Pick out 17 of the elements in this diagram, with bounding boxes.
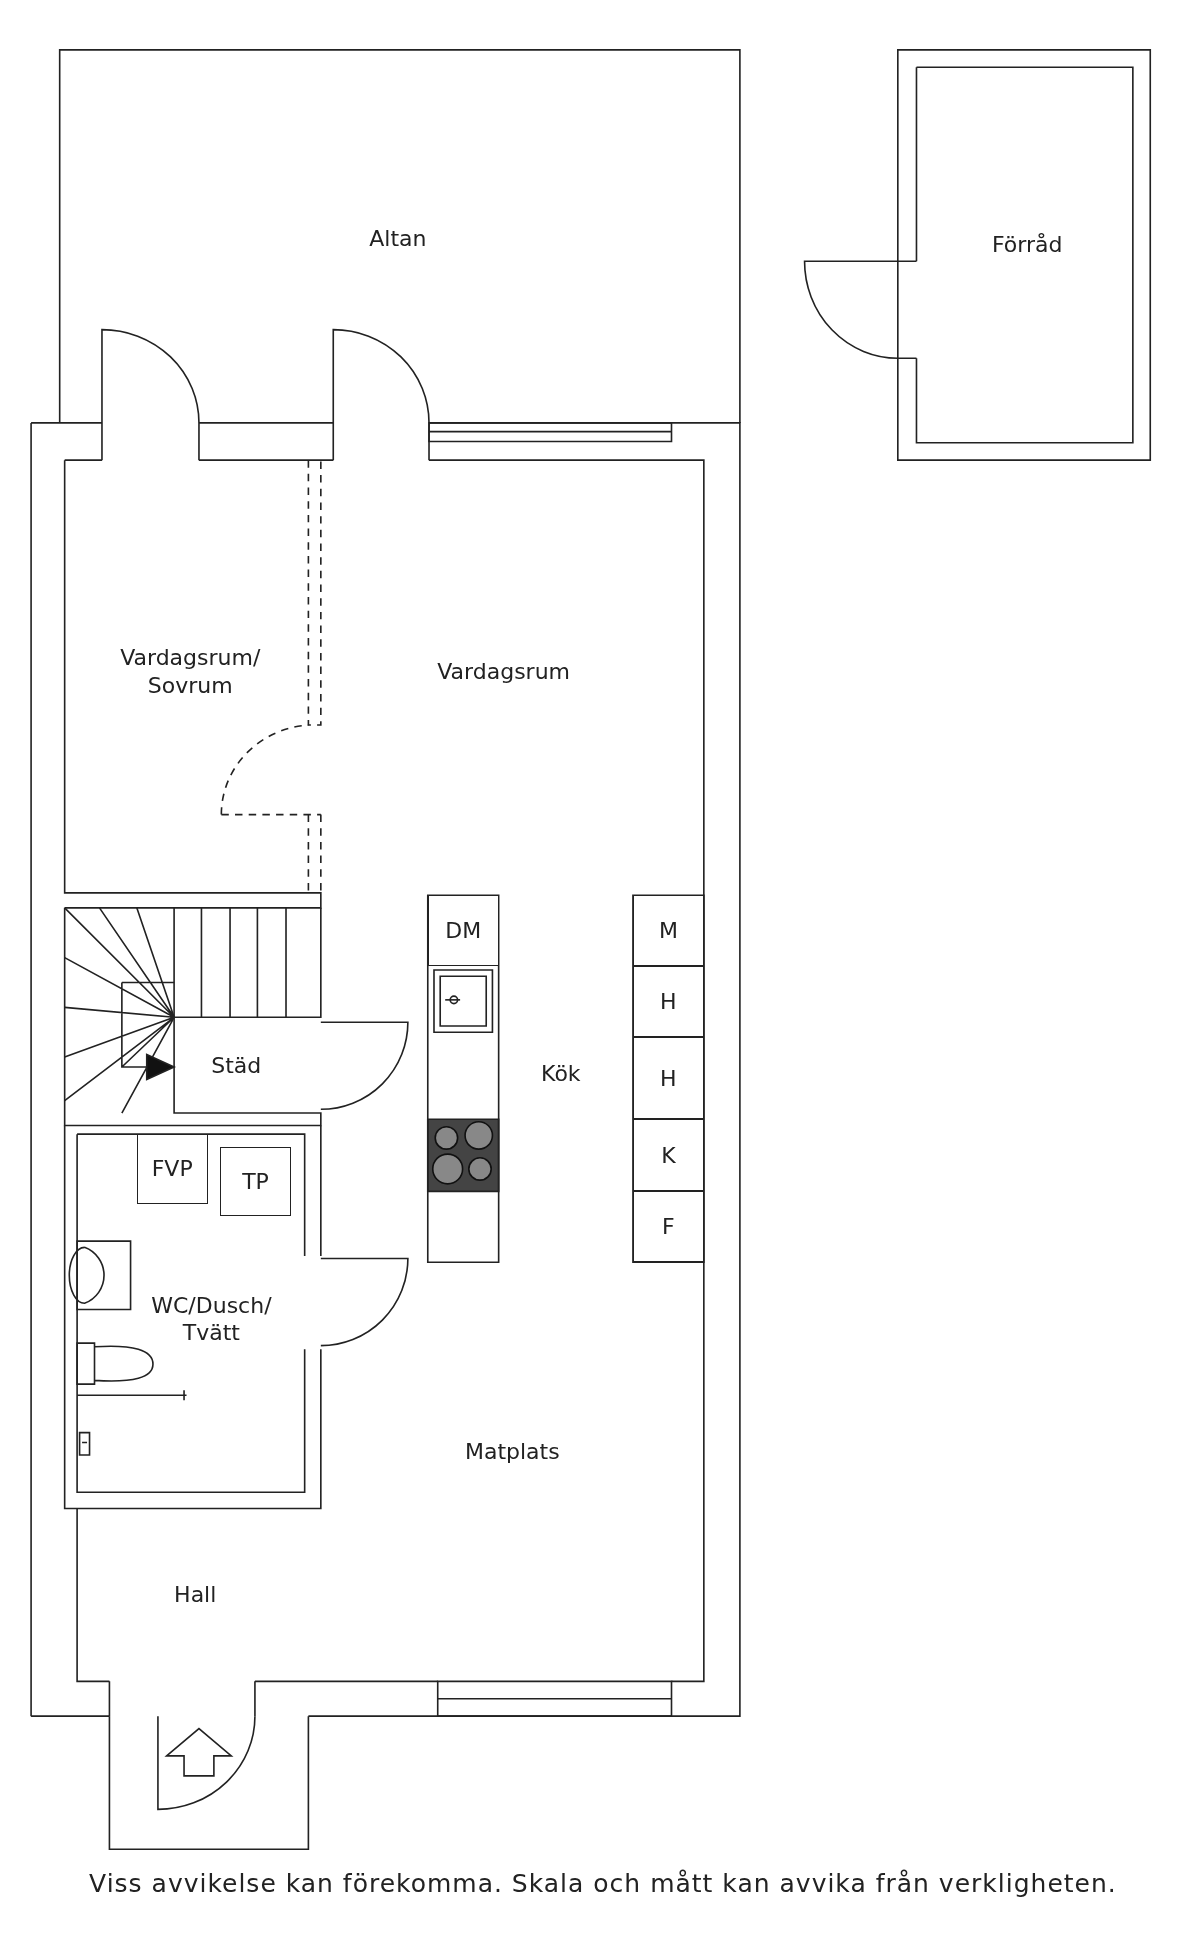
room-label: Vardagsrum [428,657,579,685]
room-label: WC/Dusch/ Tvätt [136,1291,287,1347]
appliance-box: H [632,1037,704,1120]
room-label: Matplats [437,1438,588,1466]
room-label: Förråd [952,230,1103,259]
appliance-box: K [632,1119,704,1192]
room-label: Hall [120,1581,271,1609]
appliance-box: TP [220,1146,291,1217]
appliance-box: FVP [136,1134,208,1204]
room-label: Vardagsrum/ Sovrum [115,644,266,699]
appliance-box: DM [427,895,499,967]
room-label: Städ [161,1051,312,1080]
room-label: Altan [322,224,473,253]
disclaimer-note: Viss avvikelse kan förekomma. Skala och mått kan avvika från verkligheten. [89,1869,1117,1899]
appliance-box: F [632,1191,704,1263]
appliance-box: H [632,966,704,1038]
appliance-box: M [632,895,704,967]
